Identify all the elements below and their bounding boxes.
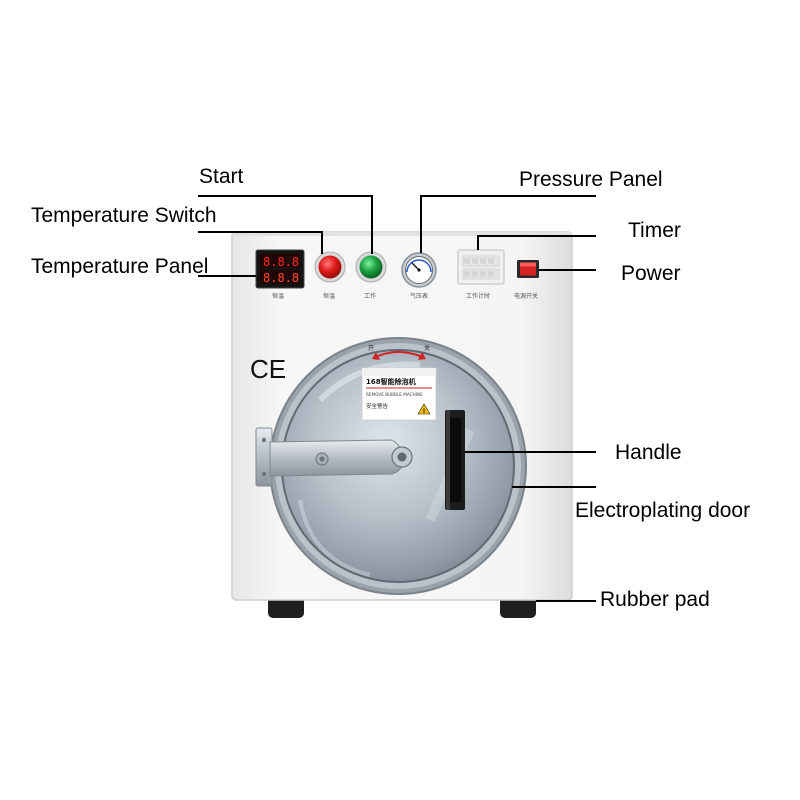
label-handle: Handle [615, 441, 682, 464]
svg-text:8.8.8: 8.8.8 [263, 255, 299, 269]
door-handle[interactable] [445, 410, 465, 510]
caption-power: 电源开关 [514, 292, 538, 300]
leader-start [198, 195, 373, 254]
ce-mark: CE [250, 354, 286, 384]
door-hinge [255, 427, 413, 487]
machine: CE 8.8.8 8.8.8 恒温 恒温 工作 [231, 231, 573, 618]
caption-start: 工作 [364, 292, 376, 300]
leader-temperature-switch [198, 231, 323, 254]
label-temperature-switch: Temperature Switch [31, 204, 217, 227]
leader-lines [198, 195, 596, 602]
door-label-subtitle: REMOVE BUBBLE MACHINE [366, 392, 423, 397]
svg-text:关: 关 [424, 344, 430, 352]
caption-timer: 工作计时 [466, 292, 490, 300]
start-button[interactable]: 工作 [355, 251, 387, 300]
door-label-sticker: 168智能除泡机 REMOVE BUBBLE MACHINE 安全警告 ! [361, 367, 437, 421]
pressure-gauge: 气压表 [401, 252, 437, 300]
label-temperature-panel: Temperature Panel [31, 255, 208, 278]
temperature-switch-button[interactable]: 恒温 [314, 251, 346, 300]
door-label-title: 168智能除泡机 [366, 377, 416, 386]
callout-labels: Start Temperature Switch Temperature Pan… [31, 165, 750, 611]
svg-text:!: ! [423, 408, 426, 415]
svg-text:开: 开 [368, 345, 374, 352]
power-switch[interactable]: 电源开关 [514, 260, 539, 300]
temperature-panel-display: 8.8.8 8.8.8 恒温 [255, 249, 305, 300]
label-start: Start [199, 165, 244, 188]
caption-temperature-panel: 恒温 [272, 292, 284, 300]
leader-timer [477, 235, 596, 250]
caption-temperature-switch: 恒温 [323, 292, 335, 300]
electroplating-door[interactable]: 开 关 168智能除泡机 REMOVE BUBBLE MACHINE 安全警告 … [269, 337, 527, 595]
open-close-arrow: 开 关 [368, 344, 430, 360]
label-rubber-pad: Rubber pad [600, 588, 710, 611]
caption-pressure-panel: 气压表 [410, 292, 428, 300]
label-power: Power [621, 262, 681, 285]
label-pressure-panel: Pressure Panel [519, 168, 663, 191]
leader-pressure-panel [420, 195, 596, 253]
timer-panel: 工作计时 [457, 249, 505, 300]
warning-triangle-icon [417, 403, 431, 415]
label-timer: Timer [628, 219, 681, 242]
cabinet-top-edge [232, 232, 572, 236]
door-label-warning: 安全警告 [366, 402, 389, 410]
svg-text:8.8.8: 8.8.8 [263, 271, 299, 285]
label-electroplating-door: Electroplating door [575, 499, 750, 522]
